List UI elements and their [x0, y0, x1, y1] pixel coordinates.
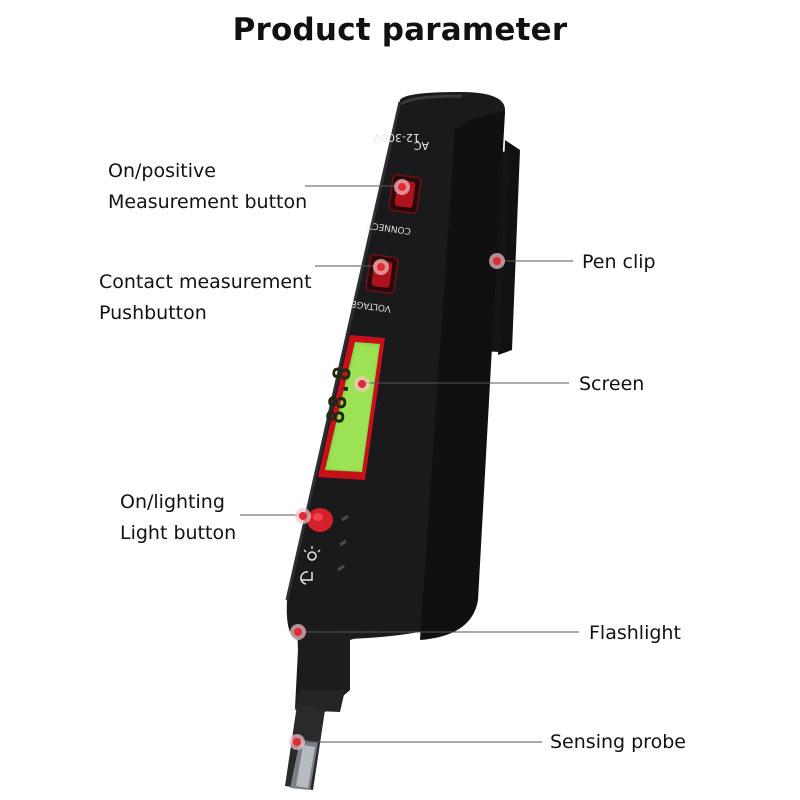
page-title: Product parameter [232, 12, 568, 48]
lightbulb-icon [300, 546, 321, 585]
label-pen-clip: Pen clip [582, 251, 656, 273]
marker-on-positive [394, 179, 410, 195]
marker-lighting [295, 508, 311, 524]
label-screen: Screen [579, 373, 645, 395]
marker-contact [373, 259, 389, 275]
mode-text: AC [414, 139, 429, 152]
range-text: 12-300V [373, 131, 420, 144]
label-contact-line2: Pushbutton [99, 302, 207, 324]
label-on-positive: On/positive Measurement button [108, 156, 307, 218]
body-print: 12-300V AC [373, 131, 429, 152]
label-lighting-line1: On/lighting [120, 491, 225, 513]
callout-lines [240, 185, 579, 743]
label-contact-line1: Contact measurement [99, 271, 312, 293]
label-sensing-probe: Sensing probe [550, 731, 686, 753]
label-on-positive-line1: On/positive [108, 160, 216, 182]
label-lighting: On/lighting Light button [120, 487, 236, 549]
callout-markers [289, 179, 505, 750]
tester-nose [295, 625, 385, 712]
label-on-positive-line2: Measurement button [108, 191, 308, 213]
label-flashlight: Flashlight [589, 622, 681, 644]
marker-probe [289, 734, 305, 750]
light-button[interactable] [307, 508, 333, 532]
label-contact: Contact measurement Pushbutton [99, 267, 312, 329]
lcd-screen: 88.8 [318, 335, 385, 480]
label-lighting-line2: Light button [120, 522, 237, 544]
marker-flashlight [290, 624, 306, 640]
sensing-probe [285, 705, 325, 790]
marker-screen [354, 376, 370, 392]
grip-ridges [337, 514, 349, 572]
marker-pen-clip [489, 253, 505, 269]
